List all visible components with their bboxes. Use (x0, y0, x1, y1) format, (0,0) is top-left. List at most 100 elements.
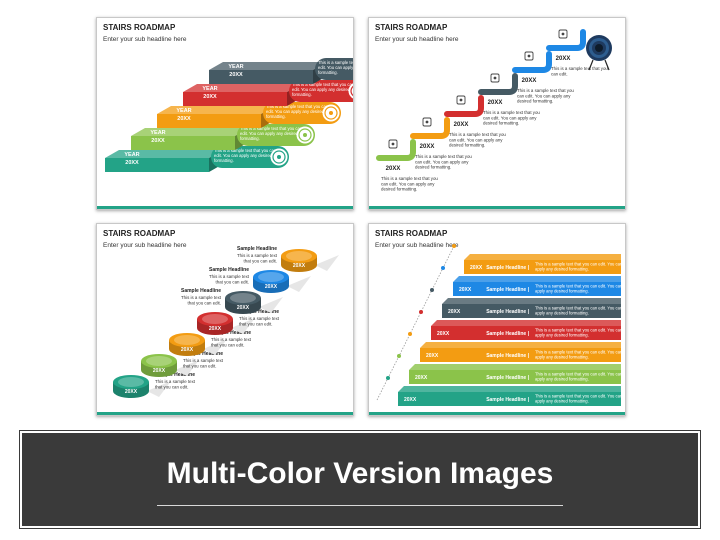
cylinder-headline: Sample Headline (155, 372, 195, 378)
cylinder-shadow (315, 255, 339, 271)
text-line: that you can edit. (155, 384, 188, 389)
cylinder-top-inner (146, 356, 172, 366)
slide-thumbnail-1[interactable]: STAIRS ROADMAP Enter your sub headline h… (96, 17, 354, 210)
line-marker (441, 266, 445, 270)
stair-icon-dot (329, 111, 333, 115)
text-line: apply any desired formatting. (535, 311, 589, 316)
bar-headline: Sample Headline | (486, 309, 529, 315)
stair-year-value: 20XX (151, 138, 165, 144)
stair-step-icon (350, 85, 353, 97)
text-line: 20XX (125, 389, 138, 395)
text-line: This is a sample text that you (517, 88, 574, 93)
text-line: 20XX (386, 166, 401, 172)
text-line: can edit. (551, 71, 568, 76)
line-marker (419, 310, 423, 314)
line-marker (397, 354, 401, 358)
text-line: that you can edit. (239, 321, 272, 326)
path-year-label: 20XX (454, 122, 469, 128)
text-line: 20XX (151, 138, 165, 144)
text-line: YEAR (124, 152, 139, 158)
icon-detail (425, 120, 429, 124)
stair-year-value: 20XX (177, 116, 191, 122)
bar-year-label: 20XX (448, 309, 461, 315)
text-line: apply any desired formatting. (535, 377, 589, 382)
cylinder-top-inner (174, 335, 200, 345)
text-line: This is a sample text that you can (214, 148, 277, 153)
stair-step-icon (298, 128, 312, 142)
cylinder-shadow (231, 318, 255, 334)
bar-bevel (409, 364, 621, 370)
text-line: edit. You can apply any desired (266, 109, 325, 114)
cylinder-headline: Sample Headline (209, 267, 249, 273)
text-line: 20XX (470, 265, 483, 271)
bar-text: This is a sample text that you can edit.… (535, 372, 623, 382)
text-line: formatting. (292, 92, 312, 97)
text-line: Sample Headline | (486, 397, 529, 403)
slide-thumbnail-3[interactable]: STAIRS ROADMAP Enter your sub headline h… (96, 223, 354, 416)
stair-icon-dot (277, 155, 281, 159)
stair-top-face (105, 150, 223, 158)
clipboard-icon (490, 73, 500, 83)
text-line: Sample Headline | (486, 331, 529, 337)
text-line: This is a sample text that you can (266, 104, 329, 109)
banner-divider (157, 505, 563, 506)
text-line: desired formatting. (415, 165, 451, 170)
stairs-diagram-3d: YEAR 20XX This is a sample text that you c… (105, 58, 354, 172)
slide-title: STAIRS ROADMAP (375, 23, 448, 32)
text-line: 20XX (488, 100, 503, 106)
text-line: 20XX (153, 368, 166, 374)
cylinder-top-inner (258, 272, 284, 282)
text-line: apply any desired formatting. (535, 333, 589, 338)
bar-body (464, 260, 621, 274)
text-line: This is a sample text that you can edit.… (535, 350, 623, 355)
text-line: This is a sample text that you can edit.… (535, 284, 623, 289)
path-segment (410, 117, 450, 139)
stair-icon-dot (303, 133, 307, 137)
path-year-label: 20XX (386, 166, 401, 172)
stair-text-ribbon (211, 146, 289, 168)
text-line: This is a sample text (181, 295, 222, 300)
stair-year-value: 20XX (125, 160, 139, 166)
text-line: This is a sample text that you can edit.… (535, 328, 623, 333)
bar-year-label: 20XX (415, 375, 428, 381)
text-line: 20XX (426, 353, 439, 359)
slide-thumbnail-2[interactable]: STAIRS ROADMAP Enter your sub headline h… (368, 17, 626, 210)
path-segment (512, 51, 552, 73)
stair-front-face (131, 136, 235, 150)
bar-bevel (431, 320, 621, 326)
text-line: This is a sample text that you can (318, 60, 354, 65)
bar-bevel (464, 254, 621, 260)
text-line: 20XX (177, 116, 191, 122)
slide-subtitle: Enter your sub headline here (375, 36, 459, 43)
text-line: that you can edit. (244, 258, 277, 263)
cylinder-top-inner (230, 293, 256, 303)
text-line: 20XX (459, 287, 472, 293)
text-line: formatting. (318, 70, 338, 75)
text-line: Sample Headline (237, 246, 277, 252)
path-year-label: 20XX (556, 56, 571, 62)
slide-thumbnail-4[interactable]: STAIRS ROADMAP Enter your sub headline h… (368, 223, 626, 416)
text-line: formatting. (266, 114, 286, 119)
icon-detail (493, 76, 497, 80)
text-line: Sample Headline (181, 288, 221, 294)
cylinder-headline: Sample Headline (239, 309, 279, 315)
text-line: 20XX (522, 78, 537, 84)
bar-year-label: 20XX (437, 331, 450, 337)
